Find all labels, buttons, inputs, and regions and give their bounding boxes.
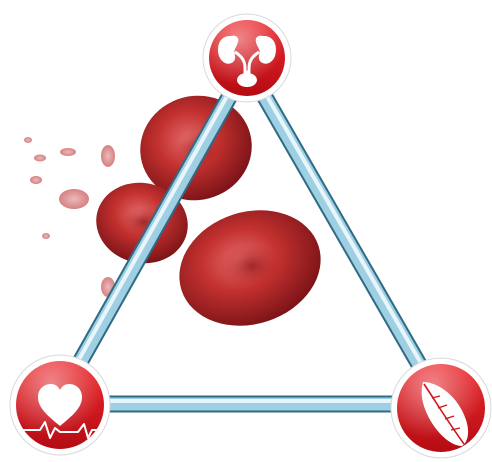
- heart-node: [10, 355, 110, 455]
- large-blood-cell-lower: [164, 192, 336, 343]
- connector-heart-lung: [100, 401, 402, 404]
- lung-node: [391, 358, 491, 458]
- kidney-node: [203, 14, 291, 102]
